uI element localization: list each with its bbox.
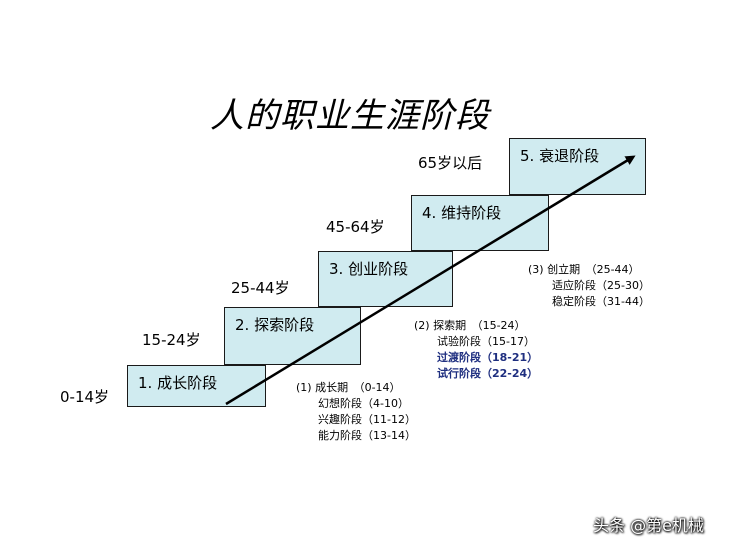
stage-label-decline: 5. 衰退阶段 — [520, 147, 600, 165]
notes-exploration: (2) 探索期 （15-24） 试验阶段（15-17） 过渡阶段（18-21） … — [414, 318, 538, 382]
stage-label-maintenance: 4. 维持阶段 — [422, 204, 502, 222]
stage-label-growth: 1. 成长阶段 — [138, 374, 218, 392]
notes-establishment-header: (3) 创立期 （25-44） — [528, 263, 640, 276]
notes-growth-item: 兴趣阶段（11-12） — [318, 413, 416, 426]
notes-growth-item: 能力阶段（13-14） — [318, 429, 416, 442]
notes-establishment-item: 稳定阶段（31-44） — [552, 295, 650, 308]
age-label-exploration: 15-24岁 — [142, 331, 201, 349]
stage-label-exploration: 2. 探索阶段 — [235, 316, 315, 334]
notes-growth-header: (1) 成长期 （0-14） — [296, 381, 401, 394]
notes-exploration-item: 试验阶段（15-17） — [437, 335, 535, 348]
age-label-growth: 0-14岁 — [60, 388, 110, 406]
arrow-line — [225, 155, 636, 406]
notes-establishment: (3) 创立期 （25-44） 适应阶段（25-30） 稳定阶段（31-44） — [528, 262, 650, 310]
notes-growth-item: 幻想阶段（4-10） — [318, 397, 409, 410]
age-label-decline: 65岁以后 — [418, 154, 483, 172]
age-label-maintenance: 45-64岁 — [326, 218, 385, 236]
stage-box-growth: 1. 成长阶段 — [127, 365, 266, 407]
stage-box-decline: 5. 衰退阶段 — [509, 138, 646, 195]
notes-establishment-item: 适应阶段（25-30） — [552, 279, 650, 292]
diagram-title: 人的职业生涯阶段 — [210, 96, 490, 136]
stage-label-establishment: 3. 创业阶段 — [329, 260, 409, 278]
notes-exploration-item-highlight: 过渡阶段（18-21） — [437, 351, 539, 364]
notes-exploration-item-highlight: 试行阶段（22-24） — [437, 367, 539, 380]
notes-growth: (1) 成长期 （0-14） 幻想阶段（4-10） 兴趣阶段（11-12） 能力… — [296, 380, 416, 444]
notes-exploration-header: (2) 探索期 （15-24） — [414, 319, 526, 332]
age-label-establishment: 25-44岁 — [231, 279, 290, 297]
watermark-text: 头条 @第e机械 — [593, 516, 704, 535]
